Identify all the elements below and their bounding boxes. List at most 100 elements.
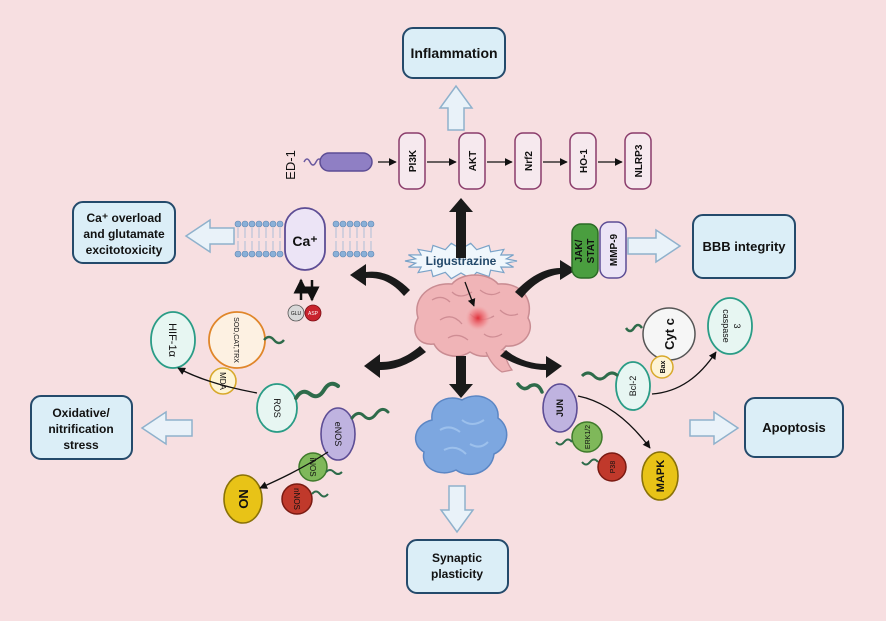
enos-label: eNOS: [333, 422, 343, 447]
jun-to-mapk-arrow: [577, 395, 651, 449]
bax-node: Bax: [650, 355, 674, 379]
nnos-node: nNOS: [281, 483, 329, 515]
no-node: NO: [223, 474, 263, 524]
inflammation-box: Inflammation: [402, 27, 506, 79]
arrow-brain-synaptic: [449, 356, 473, 398]
ho1-node: [569, 132, 597, 190]
ed1-tail: [303, 158, 323, 166]
inflammation-label: Inflammation: [410, 45, 497, 61]
arrow-to-inflammation: [438, 84, 474, 131]
mda-label: MDA: [218, 372, 227, 390]
jun-label: JUN: [555, 399, 565, 417]
inos-label: iNOS: [308, 457, 317, 476]
mmp9-label: MMP-9: [609, 233, 620, 266]
synaptic-line2: plasticity: [431, 567, 483, 581]
ca-overload-line1: Ca⁺ overload: [86, 211, 161, 225]
jak-stat-node: JAK/ STAT: [571, 223, 599, 279]
hif-label: HIF-1α: [166, 323, 178, 358]
ho1-label: HO-1: [579, 149, 590, 173]
oxidative-box: Oxidative/ nitrification stress: [30, 395, 133, 460]
sod-node: SOD,CAT,TRX: [208, 311, 285, 369]
apoptosis-label: Apoptosis: [762, 420, 826, 435]
hif-node: HIF-1α: [150, 311, 196, 369]
radial-arrows: [350, 198, 576, 398]
ca-overload-box: Ca⁺ overload and glutamate excitotoxicit…: [72, 201, 176, 264]
akt-node: [458, 132, 486, 190]
bcl2-label: Bcl-2: [628, 376, 638, 397]
bcl2-to-caspase-arrow: [651, 351, 717, 395]
sod-label: SOD,CAT,TRX: [232, 317, 239, 363]
apoptosis-box: Apoptosis: [744, 397, 844, 458]
ligustrazine-burst: Ligustrazine: [404, 242, 518, 280]
arrow-brain-ca: [350, 264, 410, 296]
bbb-box: BBB integrity: [692, 214, 796, 279]
nnos-label: nNOS: [292, 488, 301, 510]
oxidative-line1: Oxidative/: [52, 406, 110, 420]
mapk-node: MAPK: [641, 451, 679, 501]
ligustrazine-to-brain-arrow: [464, 281, 476, 307]
ca-channel-label: Ca⁺: [292, 233, 317, 249]
synaptic-box: Synaptic plasticity: [406, 539, 509, 594]
mmp9-node: MMP-9: [599, 221, 627, 279]
brain-illustration: [414, 274, 531, 373]
arrow-brain-oxidative: [364, 346, 426, 378]
bbb-label: BBB integrity: [702, 239, 786, 254]
oxidative-line2: nitrification: [48, 422, 113, 436]
ed1-receptor: [319, 152, 373, 172]
ed1-label: ED-1: [283, 150, 298, 180]
ros-label: ROS: [272, 398, 282, 418]
arrow-brain-bbb: [515, 260, 576, 298]
cell-membrane: [234, 220, 375, 258]
nlrp3-node: [624, 132, 652, 190]
bcl2-node: Bcl-2: [615, 361, 651, 411]
arrow-brain-apoptosis: [500, 350, 562, 378]
nrf2-node: [514, 132, 542, 190]
ligustrazine-label: Ligustrazine: [426, 254, 497, 268]
enos-to-no-arrow: [259, 451, 329, 489]
ca-overload-line2: and glutamate: [83, 227, 165, 241]
nlrp3-label: NLRP3: [634, 144, 645, 177]
hollow-arrows: [140, 84, 740, 534]
caspase-line2: 3: [732, 323, 742, 328]
synaptic-line1: Synaptic: [432, 551, 482, 565]
p38-node: P38: [581, 452, 627, 482]
oxidative-line3: stress: [63, 438, 99, 452]
ros-node: ROS: [256, 381, 340, 433]
caspase3-node: caspase 3: [707, 297, 753, 355]
arrow-to-apoptosis: [689, 410, 740, 446]
jak-line2: STAT: [586, 239, 597, 264]
inos-node: iNOS: [298, 452, 343, 482]
asp-label: ASP: [308, 311, 319, 317]
caspase-line1: caspase: [721, 309, 731, 343]
pi3k-label: PI3K: [408, 149, 419, 172]
p38-label: P38: [610, 461, 617, 474]
nrf2-label: Nrf2: [524, 151, 535, 171]
bax-label: Bax: [660, 360, 667, 373]
synaptic-protein: [414, 395, 508, 475]
ca-overload-line3: excitotoxicity: [86, 243, 163, 257]
glu-molecule: GLU: [287, 304, 305, 322]
erk-label: ERK1/2: [585, 425, 592, 449]
mapk-label: MAPK: [655, 460, 667, 492]
calcium-channel: Ca⁺: [284, 207, 326, 271]
pi3k-pathway: ED-1 PI3K AKT Nrf2 HO-1 NLRP3: [283, 132, 652, 190]
cytc-node: Cyt c: [624, 307, 696, 361]
enos-node: eNOS: [320, 407, 390, 461]
arrow-to-synaptic: [439, 485, 475, 534]
jak-line1: JAK/: [574, 239, 585, 262]
erk-node: ERK1/2: [555, 421, 603, 453]
ros-to-hif-arrow: [177, 367, 258, 394]
arrow-brain-up: [449, 198, 473, 258]
glu-label: GLU: [291, 311, 302, 317]
arrow-to-ca-overload: [184, 218, 235, 254]
asp-molecule: ASP: [304, 304, 322, 322]
mda-node: MDA: [209, 367, 237, 395]
jun-node: JUN: [516, 382, 578, 433]
akt-label: AKT: [468, 151, 479, 172]
arrow-to-bbb: [627, 228, 682, 264]
cytc-label: Cyt c: [662, 318, 677, 350]
no-label: NO: [236, 489, 251, 509]
arrow-to-oxidative: [140, 410, 193, 446]
